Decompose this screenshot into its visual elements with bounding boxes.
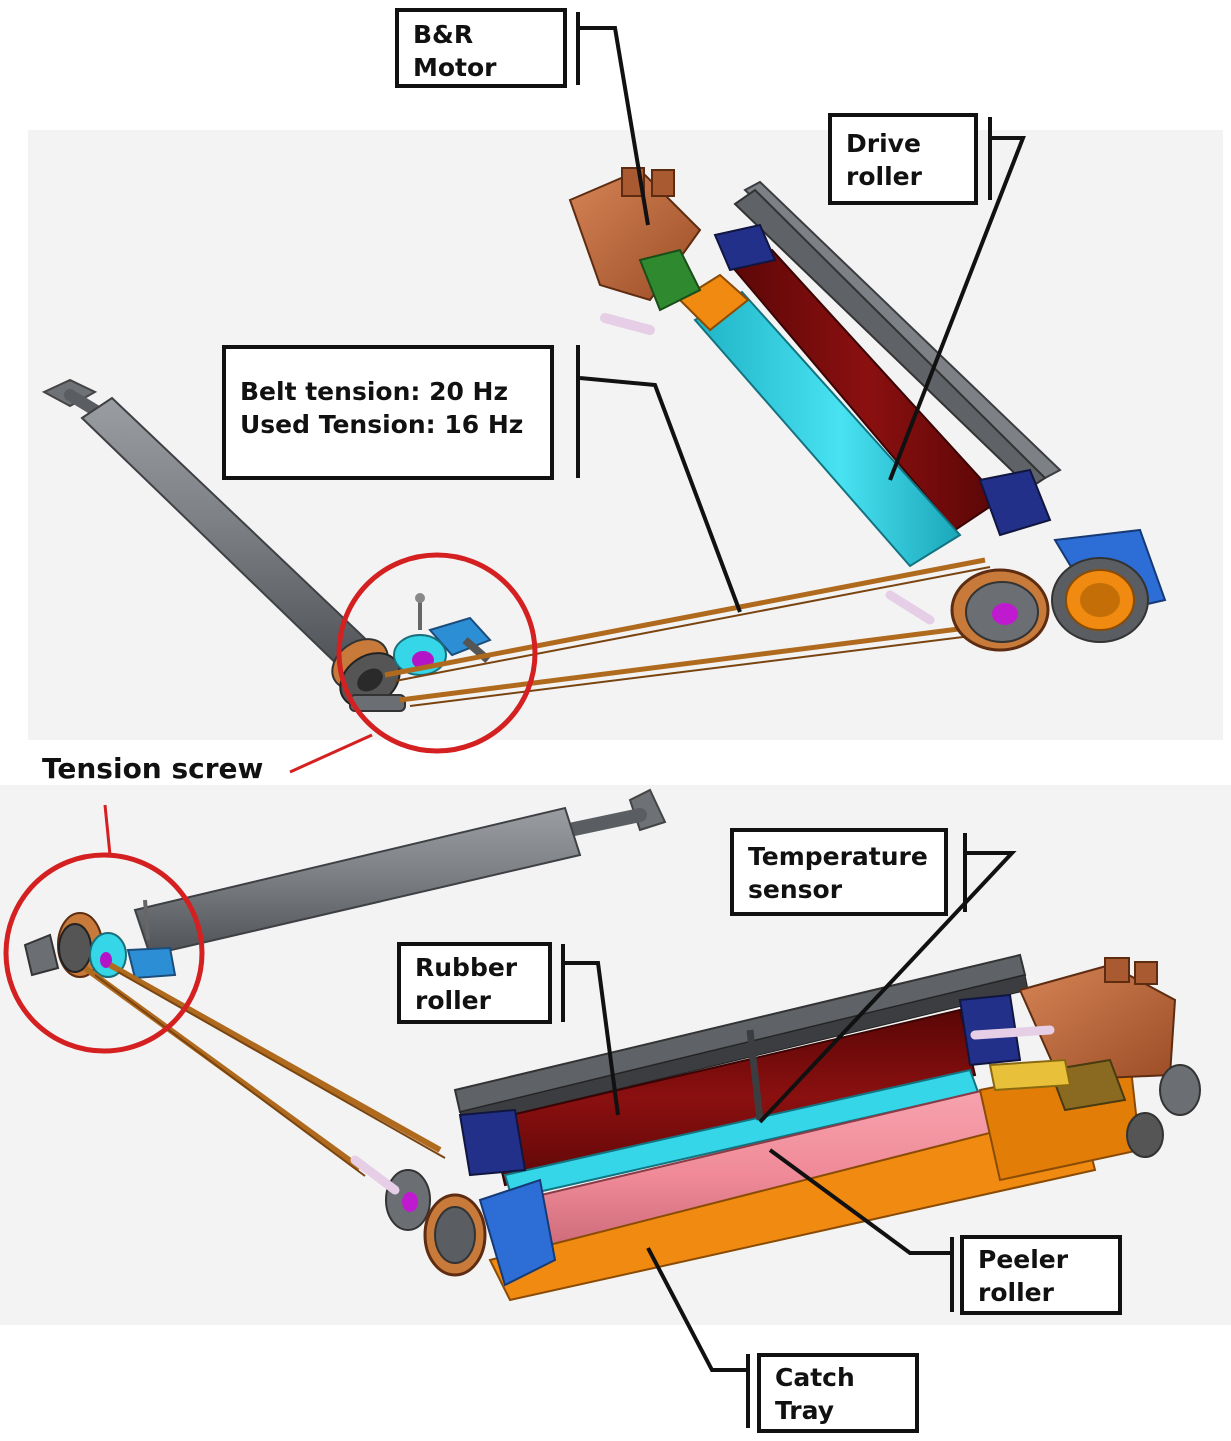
bottom-idler-roller-assembly — [23, 788, 667, 980]
bottom-belt — [83, 962, 446, 1177]
belt-tension-leader — [579, 376, 742, 613]
belt-tension-label-line2: Used Tension: 16 Hz — [240, 410, 524, 439]
drive-roller-leader — [888, 136, 1026, 481]
top-drive-assembly — [568, 167, 1167, 652]
temperature-sensor-callout: Temperature sensor — [730, 828, 948, 916]
catch-tray-callout: Catch Tray — [757, 1353, 919, 1433]
tension-screw-leaders — [103, 733, 373, 856]
peeler-roller-label-line1: Peeler — [978, 1245, 1069, 1274]
peeler-roller-label-line2: roller — [978, 1278, 1054, 1307]
bottom-tension-screw-highlight — [3, 852, 205, 1054]
bottom-catch-tray — [488, 1108, 1097, 1302]
bottom-idler-roller — [133, 806, 582, 957]
peeler-roller-callout: Peeler roller — [960, 1235, 1122, 1315]
rubber-roller-label-line1: Rubber — [415, 953, 518, 982]
motor-label-line1: B&R — [413, 20, 474, 49]
temperature-sensor-leader — [758, 851, 1017, 1124]
leader-lines — [561, 12, 1026, 1428]
drive-roller-callout: Drive roller — [828, 113, 978, 205]
rubber-roller-callout: Rubber roller — [397, 942, 552, 1024]
top-idler-roller-assembly — [41, 378, 406, 712]
temperature-sensor-label-line2: sensor — [748, 875, 843, 904]
catch-tray-leader — [646, 1247, 746, 1372]
belt-tension-label-line1: Belt tension: 20 Hz — [240, 377, 509, 406]
tension-screw-label: Tension screw — [42, 752, 264, 785]
motor-leader — [580, 26, 650, 226]
top-belt — [384, 557, 996, 707]
temperature-sensor-label-line1: Temperature — [748, 842, 928, 871]
peeler-roller-leader — [768, 1148, 950, 1255]
top-tension-screw-highlight — [336, 552, 538, 754]
belt-tension-callout: Belt tension: 20 Hz Used Tension: 16 Hz — [222, 345, 554, 480]
motor-label-line2: Motor — [413, 53, 497, 82]
bottom-roller-assembly — [350, 953, 1201, 1302]
drive-roller-label-line2: roller — [846, 162, 922, 191]
tension-screw-leader-bottom — [103, 804, 112, 856]
tension-screw-leader-top — [289, 733, 373, 774]
rubber-roller-leader — [565, 961, 620, 1116]
catch-tray-label-line1: Catch — [775, 1363, 855, 1392]
rubber-roller-label-line2: roller — [415, 986, 491, 1015]
motor-callout: B&R Motor — [395, 8, 567, 88]
drive-roller-label-line1: Drive — [846, 129, 921, 158]
catch-tray-label-line2: Tray — [775, 1396, 835, 1425]
bottom-idler-pulley — [58, 923, 92, 973]
